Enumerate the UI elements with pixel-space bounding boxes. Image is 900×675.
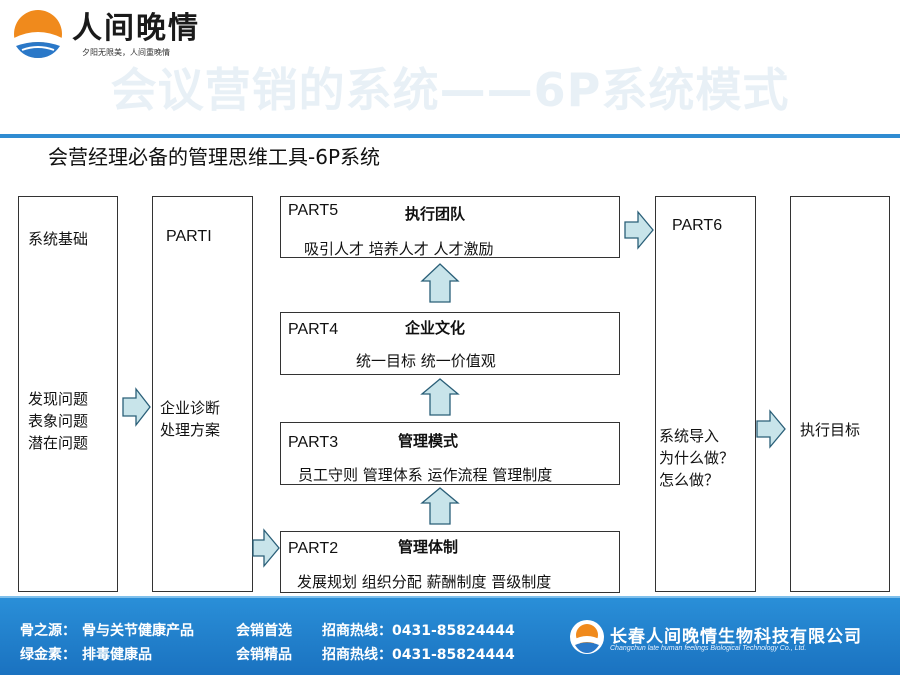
footer-line2-product: 排毒健康品 <box>82 647 152 663</box>
arrow-part6-to-goal <box>756 409 786 449</box>
footer-line2-hotline: 招商热线：0431-85824444 <box>322 647 515 663</box>
brand-slogan: 夕阳无限美，人间重晚情 <box>82 48 170 57</box>
goal-title: 执行目标 <box>800 421 861 439</box>
part6-body: 系统导入 为什么做？ 怎么做？ <box>659 427 735 489</box>
company-name-en: Changchun late human feelings Biological… <box>610 645 807 652</box>
part5-body: 吸引人才 培养人才 人才激励 <box>304 240 494 258</box>
part1-body: 企业诊断 处理方案 <box>160 399 221 439</box>
part1-label: PARTI <box>166 228 212 245</box>
company-logo-icon <box>14 10 62 58</box>
basis-title: 系统基础 <box>28 230 89 248</box>
basis-box <box>18 196 118 592</box>
part4-label: PART4 <box>288 321 339 338</box>
footer-line1-tag: 会销首选 <box>236 623 292 639</box>
arrow-part3-to-part4 <box>420 378 460 416</box>
part2-label: PART2 <box>288 540 339 557</box>
part1-box <box>152 196 253 592</box>
footer-divider <box>0 596 900 598</box>
arrow-basis-to-part1 <box>122 387 151 427</box>
footer-line2-prefix: 绿金素： <box>20 647 76 663</box>
part5-title: 执行团队 <box>405 205 466 223</box>
part5-label: PART5 <box>288 202 339 219</box>
footer-company-logo-icon <box>570 620 604 654</box>
part6-label: PART6 <box>672 217 723 234</box>
part4-body: 统一目标 统一价值观 <box>356 352 496 370</box>
footer-banner <box>0 598 900 675</box>
footer-line1-hotline: 招商热线：0431-85824444 <box>322 623 515 639</box>
part4-title: 企业文化 <box>405 319 466 337</box>
arrow-part5-to-part6 <box>624 210 654 250</box>
footer-line2-tag: 会销精品 <box>236 647 292 663</box>
slide-title: 会营经理必备的管理思维工具-6P系统 <box>48 145 381 169</box>
part3-title: 管理模式 <box>398 432 459 450</box>
part3-body: 员工守则 管理体系 运作流程 管理制度 <box>298 466 553 484</box>
footer-line1-product: 骨与关节健康产品 <box>82 623 194 639</box>
part3-box <box>280 422 620 485</box>
footer-line1-prefix: 骨之源： <box>20 623 76 639</box>
part3-label: PART3 <box>288 434 339 451</box>
basis-issues: 发现问题 表象问题 潜在问题 <box>28 390 89 452</box>
header-divider <box>0 134 900 138</box>
part2-body: 发展规划 组织分配 薪酬制度 晋级制度 <box>297 573 552 591</box>
arrow-part2-to-part3 <box>420 487 460 525</box>
goal-box <box>790 196 890 592</box>
part6-box <box>655 196 756 592</box>
arrow-part4-to-part5 <box>420 263 460 303</box>
part2-box <box>280 531 620 593</box>
company-name: 长春人间晚情生物科技有限公司 <box>610 627 862 647</box>
brand-name: 人间晚情 <box>72 11 200 46</box>
part2-title: 管理体制 <box>398 538 459 556</box>
arrow-part1-to-part2 <box>252 528 280 568</box>
header-title-watermark: 会议营销的系统——6P系统模式 <box>110 63 790 117</box>
part5-box <box>280 196 620 258</box>
part4-box <box>280 312 620 375</box>
